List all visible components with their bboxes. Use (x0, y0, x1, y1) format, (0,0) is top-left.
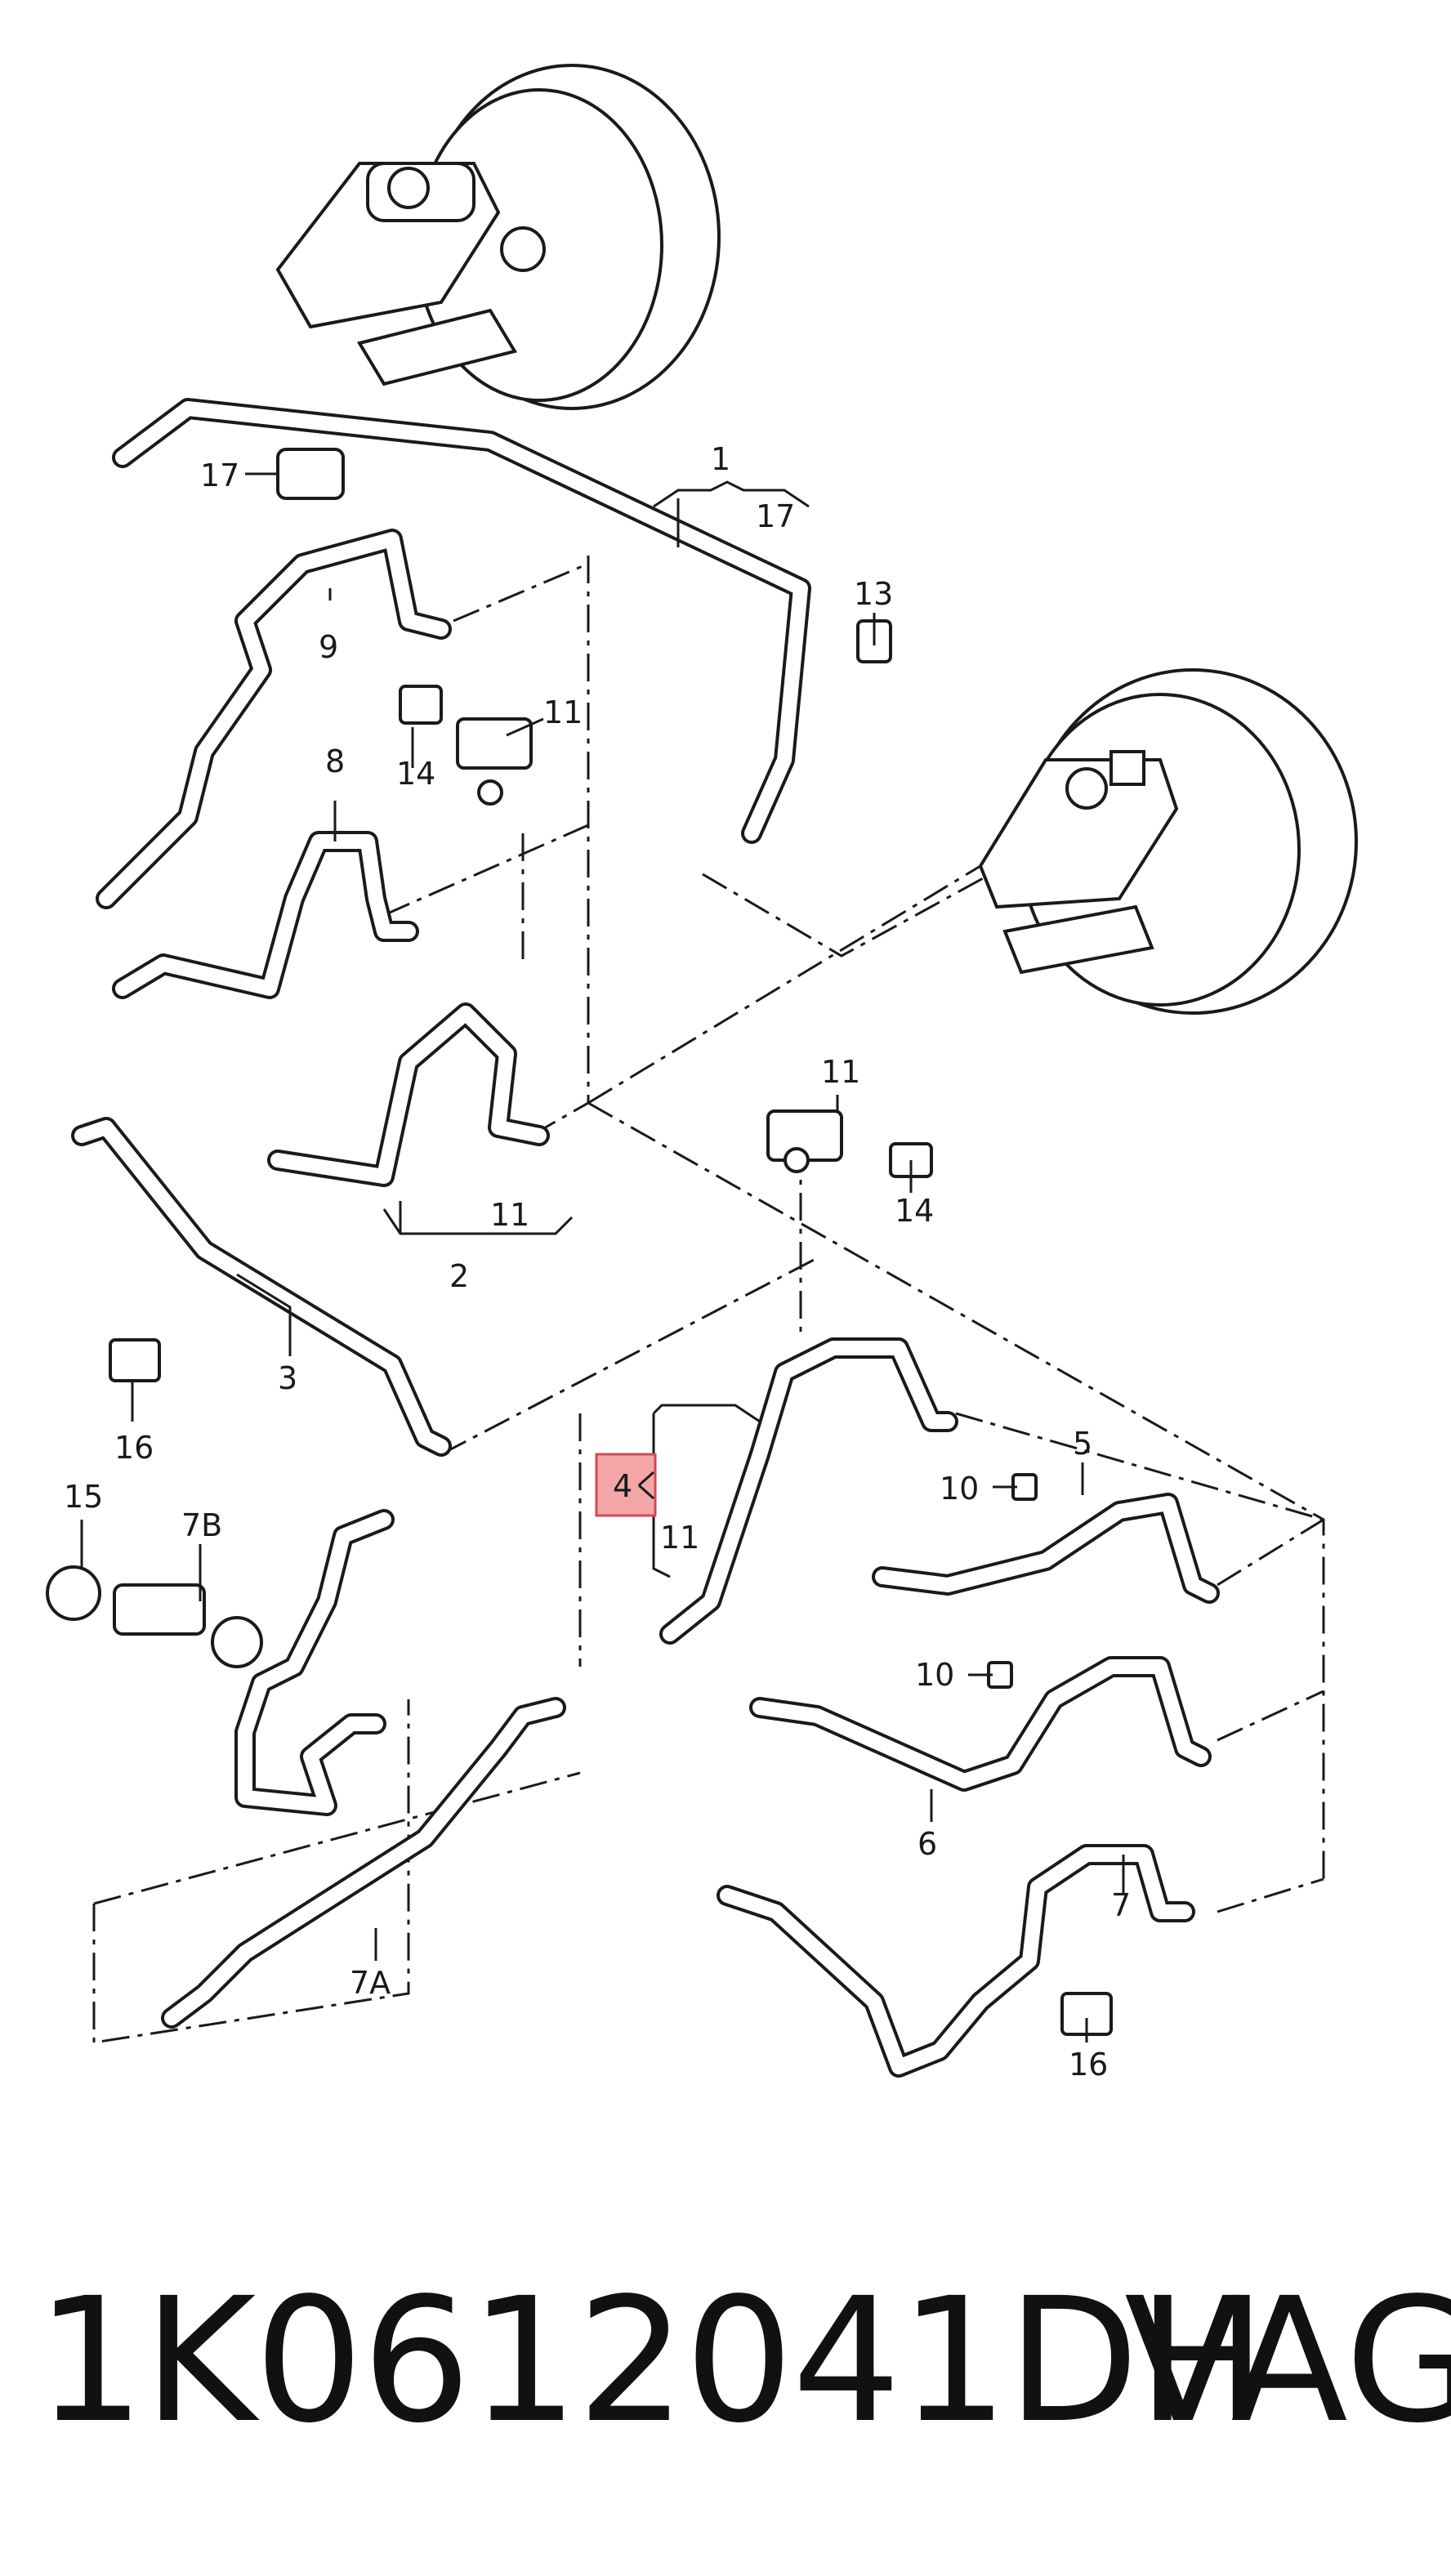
hose-8 (112, 831, 419, 999)
callout-15: 15 (64, 1479, 103, 1515)
hose-1 (112, 398, 811, 844)
callout-9: 9 (319, 629, 338, 665)
footer: 1K0612041DH VAG (0, 2263, 1451, 2476)
parts-diagram: 1 17 17 13 9 14 11 8 11 11 14 2 3 16 15 … (46, 64, 1358, 2083)
hose-2 (267, 1002, 550, 1187)
callout-10: 10 (940, 1471, 979, 1507)
callout-5: 5 (1073, 1426, 1092, 1462)
callout-11: 11 (543, 694, 583, 730)
callout-1: 1 (711, 441, 730, 477)
part-number: 1K0612041DH (36, 2261, 1266, 2461)
callout-labels: 1 17 17 13 9 14 11 8 11 11 14 2 3 16 15 … (64, 441, 1131, 2083)
callout-2: 2 (449, 1258, 469, 1294)
callout-11: 11 (490, 1197, 529, 1233)
callout-17: 17 (756, 498, 795, 534)
hose-9 (96, 529, 452, 909)
callout-16: 16 (114, 1430, 154, 1466)
sensors-and-clips (46, 448, 1113, 2036)
callout-14: 14 (396, 756, 435, 792)
hose-5 (872, 1493, 1220, 1604)
callout-6: 6 (917, 1826, 937, 1862)
callout-4: 4 (613, 1468, 632, 1504)
callout-7: 7 (1111, 1887, 1131, 1923)
callout-17: 17 (200, 458, 239, 493)
callout-13: 13 (854, 576, 893, 612)
hose-4 (659, 1337, 958, 1645)
callout-8: 8 (325, 743, 345, 779)
callout-11: 11 (660, 1520, 699, 1556)
hose-6 (749, 1656, 1212, 1792)
callout-3: 3 (278, 1360, 297, 1396)
highlight-pointer (638, 1471, 654, 1500)
hose-3 (71, 1117, 452, 1457)
brake-booster-right (978, 668, 1358, 1015)
callout-leaders (80, 472, 1125, 2042)
callout-7a: 7A (350, 1965, 391, 2001)
callout-7b: 7B (181, 1507, 222, 1543)
callout-16: 16 (1069, 2047, 1108, 2083)
hose-7 (717, 1844, 1195, 2078)
callout-10: 10 (915, 1657, 954, 1693)
callout-11: 11 (821, 1054, 860, 1090)
brake-booster-top (275, 64, 721, 410)
hose-7a (161, 1697, 566, 2029)
brand-name: VAG (1124, 2261, 1451, 2461)
callout-14: 14 (895, 1193, 934, 1229)
hose-7b (234, 1509, 395, 1816)
highlight-box (595, 1453, 657, 1517)
